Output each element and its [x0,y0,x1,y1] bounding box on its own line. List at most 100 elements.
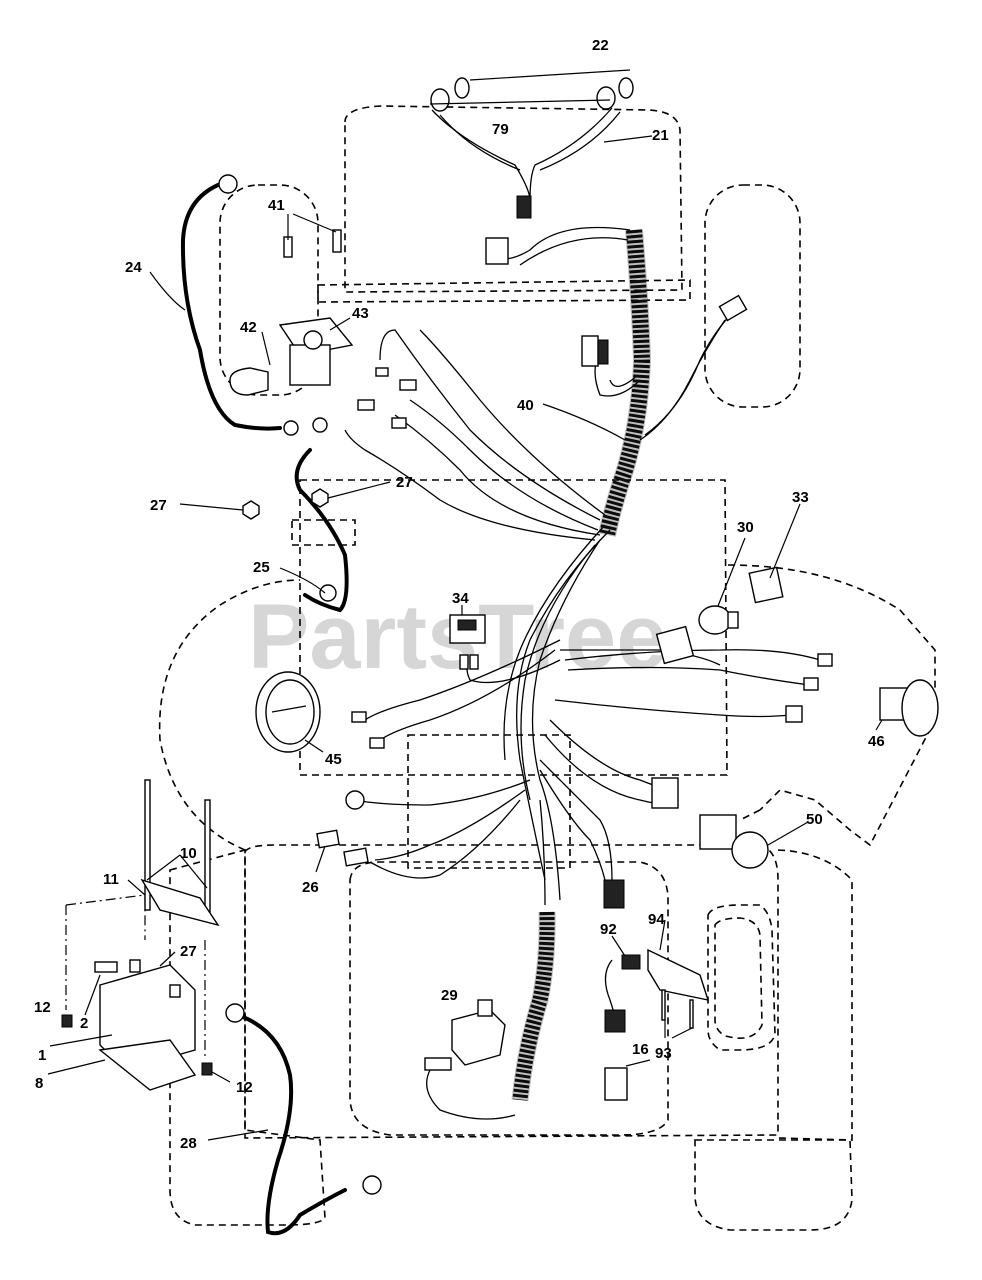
terminal-4 [391,417,407,429]
callout-leaders [47,213,883,1141]
callout-79: 79 [492,121,509,138]
terminal-5 [351,711,367,723]
connector-upper-left [485,237,509,265]
nut-12-left [61,1014,73,1028]
switch-94 [647,948,710,1001]
switch-16 [604,1067,628,1101]
callout-27-right: 27 [396,474,413,491]
battery-terminal-neg [129,959,141,973]
switch-50-body [699,814,737,850]
terminal-2 [399,379,417,391]
headlight-connector [516,195,532,219]
connector-right-3 [785,705,803,723]
ring-terminal-solenoid [283,420,299,436]
fuse-holder [316,829,340,849]
callout-46: 46 [868,733,885,750]
callout-29: 29 [441,987,458,1004]
harness-connectors [345,237,833,909]
headlight-bulb-right [618,77,634,99]
callout-43: 43 [352,305,369,322]
cable-28 [236,1013,347,1236]
callout-12-left: 12 [34,999,51,1016]
bolt-10-left [144,779,151,911]
terminal-3 [357,399,375,411]
connector-pto [581,335,599,367]
callout-93: 93 [655,1045,672,1062]
ring-terminal-28-bottom [362,1175,382,1195]
callout-92: 92 [600,921,617,938]
callout-12-right: 12 [236,1079,253,1096]
seat-switch-plunger [477,999,493,1017]
bolt-10-right [204,799,211,921]
key-33 [748,566,784,604]
cable-25 [294,448,349,613]
callout-45: 45 [325,751,342,768]
ring-terminal-ground [345,790,365,810]
callout-34: 34 [452,590,469,607]
cable-24 [180,183,282,431]
nut-27-left [242,500,260,520]
callout-2: 2 [80,1015,88,1032]
callout-1: 1 [38,1047,46,1064]
ammeter-face [265,679,315,745]
ring-terminal-24 [218,174,238,194]
screw-93-right [689,999,694,1029]
callouts: 22 79 21 41 24 42 43 40 27 27 33 30 25 3… [34,37,885,1152]
ring-terminal-25 [319,584,337,602]
headlight-assembly [429,69,653,219]
connector-92 [621,954,641,970]
callout-27-battery: 27 [180,943,197,960]
fuse-plug [343,847,369,867]
callout-28: 28 [180,1135,197,1152]
ammeter-group [255,671,321,753]
solenoid-group [180,174,354,613]
callout-21: 21 [652,127,669,144]
switch-34-group [449,614,486,670]
callout-11: 11 [103,871,119,888]
callout-24: 24 [125,259,142,276]
switch-34-rocker [457,619,477,631]
terminal-6 [369,737,385,749]
seat-switch-group [424,999,516,1120]
rear-switch-group [604,948,710,1101]
connector-right-upper [718,294,748,322]
callout-94: 94 [648,911,665,928]
headlight-right [596,86,616,110]
callout-16: 16 [632,1041,649,1058]
ignition-group [698,566,784,635]
callout-41: 41 [268,197,285,214]
ring-terminal-solenoid-2 [312,417,328,433]
switch-50-group [699,814,769,869]
nut-27-right [311,488,329,508]
bolt-2 [94,961,118,973]
switch-34-terminal-2 [469,654,479,670]
connector-92-lower [604,1009,626,1033]
connector-multi-pin [651,777,679,809]
bolt-41-right [332,229,342,253]
headlight-left [430,88,450,112]
hour-meter-group [879,679,939,737]
screw-93-left [661,989,666,1021]
ignition-key-slot [727,611,739,629]
solenoid-body [289,344,331,386]
callout-33: 33 [792,489,809,506]
harness-conduit-lower [511,911,556,1101]
terminal-1 [375,367,389,377]
callout-30: 30 [737,519,754,536]
seat-switch [451,1009,506,1066]
callout-10: 10 [180,845,197,862]
seat-switch-connector [424,1057,452,1071]
callout-26: 26 [302,879,319,896]
connector-lower [603,879,625,909]
callout-27-left: 27 [150,497,167,514]
fuse-group [316,829,369,867]
wire-harness [344,226,821,906]
callout-40: 40 [517,397,534,414]
nut-12-right [201,1062,213,1076]
battery-hold-down [140,878,220,927]
ring-terminal-28-top [225,1003,245,1023]
headlight-bulb-left [454,77,470,99]
connector-pto-plug [597,339,609,365]
callout-22: 22 [592,37,609,54]
